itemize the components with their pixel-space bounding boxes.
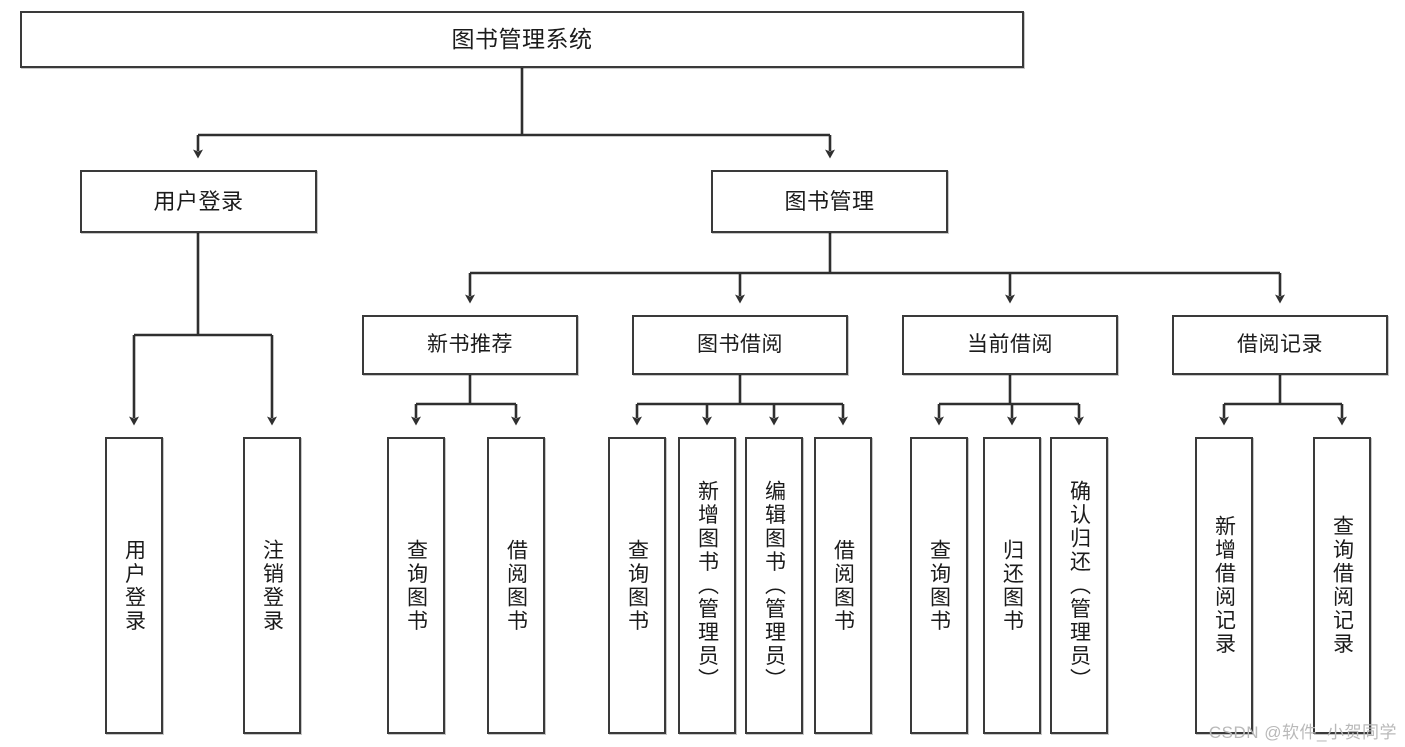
node-current-borrow[interactable]: 当前借阅 [902,315,1118,375]
node-leaf-edit-book-label: 编辑图书（管理员） [762,479,786,692]
node-leaf-query-book-1-label: 查询图书 [404,538,428,633]
node-book-borrow-label: 图书借阅 [697,332,783,356]
node-leaf-query-book-3[interactable]: 查询图书 [910,437,968,734]
node-leaf-user-login-label: 用户登录 [122,538,146,633]
node-new-book-rec[interactable]: 新书推荐 [362,315,578,375]
node-user-login[interactable]: 用户登录 [80,170,317,233]
node-leaf-query-book-3-label: 查询图书 [927,538,951,633]
node-leaf-query-record-label: 查询借阅记录 [1330,515,1354,656]
node-root[interactable]: 图书管理系统 [20,11,1024,68]
node-user-login-label: 用户登录 [153,188,244,214]
node-leaf-borrow-book-2-label: 借阅图书 [831,538,855,633]
node-book-manage-label: 图书管理 [784,188,875,214]
node-leaf-add-book[interactable]: 新增图书（管理员） [678,437,736,734]
node-leaf-add-record-label: 新增借阅记录 [1212,515,1236,656]
node-leaf-borrow-book-2[interactable]: 借阅图书 [814,437,872,734]
node-root-label: 图书管理系统 [451,25,593,52]
node-leaf-user-logout-label: 注销登录 [260,538,284,633]
node-leaf-confirm-return[interactable]: 确认归还（管理员） [1050,437,1108,734]
node-borrow-record[interactable]: 借阅记录 [1172,315,1388,375]
node-leaf-return-book-label: 归还图书 [1000,538,1024,633]
node-leaf-query-book-1[interactable]: 查询图书 [387,437,445,734]
node-leaf-return-book[interactable]: 归还图书 [983,437,1041,734]
node-leaf-edit-book[interactable]: 编辑图书（管理员） [745,437,803,734]
node-leaf-borrow-book-1-label: 借阅图书 [504,538,528,633]
node-leaf-confirm-return-label: 确认归还（管理员） [1067,479,1091,692]
watermark: CSDN @软件_小贺同学 [1208,723,1397,742]
node-leaf-user-logout[interactable]: 注销登录 [243,437,301,734]
node-leaf-query-book-2[interactable]: 查询图书 [608,437,666,734]
node-borrow-record-label: 借阅记录 [1237,332,1323,356]
node-book-borrow[interactable]: 图书借阅 [632,315,848,375]
node-book-manage[interactable]: 图书管理 [711,170,948,233]
node-new-book-rec-label: 新书推荐 [427,332,513,356]
node-leaf-query-record[interactable]: 查询借阅记录 [1313,437,1371,734]
node-leaf-query-book-2-label: 查询图书 [625,538,649,633]
node-leaf-borrow-book-1[interactable]: 借阅图书 [487,437,545,734]
node-leaf-add-book-label: 新增图书（管理员） [695,479,719,692]
node-leaf-add-record[interactable]: 新增借阅记录 [1195,437,1253,734]
node-current-borrow-label: 当前借阅 [967,332,1053,356]
node-leaf-user-login[interactable]: 用户登录 [105,437,163,734]
